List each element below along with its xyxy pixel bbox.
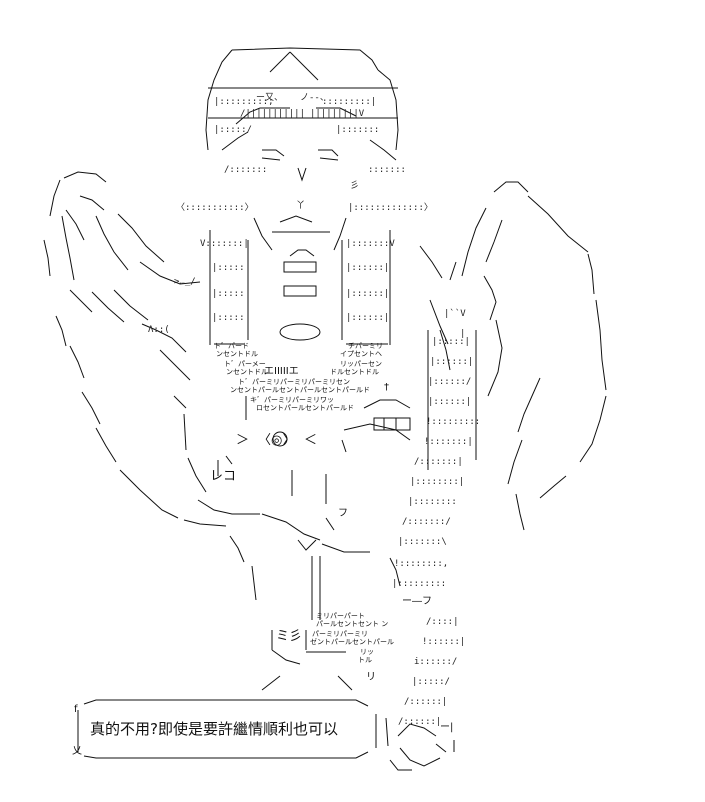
svg-text:!::::::::,: !::::::::, xyxy=(394,559,448,569)
svg-text:|:::::::\: |:::::::\ xyxy=(398,537,447,547)
label-2a: ト゛パーメー xyxy=(224,360,266,368)
svg-text:|:::::: |::::: xyxy=(212,289,245,299)
svg-text:|:::::: |::::: xyxy=(212,263,245,273)
body-column: V:::::::| |:::::::V |::::: |::::::| |:::… xyxy=(200,230,395,345)
label-1a: ト゛パード xyxy=(214,342,249,350)
svg-text:|::::::|: |::::::| xyxy=(428,397,471,407)
right-pillar: |:::::| |::::::| |::::::/ |::::::| !::::… xyxy=(389,299,480,771)
glyph-fu: フ xyxy=(338,508,348,519)
label-4b: イプセントヘ xyxy=(340,350,382,358)
svg-text:!:::::::|: !:::::::| xyxy=(424,437,473,447)
kanji-mark-2: 丫 xyxy=(296,200,305,211)
svg-text:!:::::::::: !::::::::: xyxy=(426,417,480,427)
svg-text:|:::::::::::::〉: |:::::::::::::〉 xyxy=(348,202,433,213)
svg-text:|:::::/: |:::::/ xyxy=(412,677,450,687)
svg-text:V:::::::|: V:::::::| xyxy=(200,239,249,249)
svg-text:|``V: |``V xyxy=(444,308,466,319)
label-10a: リッ xyxy=(360,648,374,656)
svg-text:/:::::::/: /:::::::/ xyxy=(402,517,451,527)
svg-text:/::::::|: /::::::| xyxy=(398,717,441,727)
label-1b: ンセントドル xyxy=(216,350,258,358)
svg-text:!::::::|: !::::::| xyxy=(422,637,465,647)
label-3: エIIIIIエ xyxy=(264,366,299,377)
svg-text:/::::|: /::::| xyxy=(426,617,459,627)
lower-body: レコ フ ー―フ ミリパーパート パールセントセント ン ミ彡 パーミリパーミリ… xyxy=(183,455,432,691)
label-7a: キ゛パーミリパーミリワッ xyxy=(250,396,334,404)
label-8a: ミリパーパート xyxy=(316,612,365,620)
label-6b: ンセントパールセントパールセントパールド xyxy=(230,386,370,394)
svg-text:|::::::::|: |::::::::| xyxy=(410,477,464,487)
svg-text:乂: 乂 xyxy=(72,746,82,757)
face: /::::::: ::::::: 彡 〈:::::::::::〉 |::::::… xyxy=(176,131,433,251)
svg-text:＞: ＞ xyxy=(236,433,249,448)
svg-text:/:::::::: /::::::: xyxy=(224,165,267,175)
svg-text:|::::::::: |:::::::: xyxy=(408,497,457,507)
chest-labels: ト゛パード ンセントドル チパーミリ イプセントヘ ト゛パーメー ンセントドル … xyxy=(214,342,411,441)
kanji-mark-1: ー又、 xyxy=(256,92,283,103)
svg-text:/:::::::|: /:::::::| xyxy=(414,457,463,467)
label-10b: トル xyxy=(358,656,372,664)
svg-text:Λ::(: Λ::( xyxy=(148,325,170,335)
svg-text:|::::::|: |::::::| xyxy=(346,313,389,323)
dagger-mark: † xyxy=(384,382,389,393)
kanji-mark-4: ミ彡 xyxy=(276,629,302,644)
svg-text:|:::::: |::::: xyxy=(212,313,245,323)
glyph-kaku: ー―フ xyxy=(402,596,432,607)
svg-text:＜: ＜ xyxy=(304,433,317,448)
svg-text:|::::::/: |::::::/ xyxy=(428,377,471,387)
label-4a: チパーミリ xyxy=(348,342,383,350)
right-wing: | |``V xyxy=(419,181,607,531)
svg-text:/|||||||||||: /||||||||||| xyxy=(240,109,305,119)
svg-text:|:::::::::: |::::::::: xyxy=(392,579,446,589)
svg-text:|||||||||V: |||||||||V xyxy=(310,109,365,119)
kanji-mark-3: 彡 xyxy=(350,180,359,191)
svg-text:|:::::/: |:::::/ xyxy=(214,125,252,135)
glyph-ri: リ xyxy=(366,672,376,683)
svg-text:|::::::|: |::::::| xyxy=(430,357,473,367)
label-6a: ト゛パーミリパーミリパーミリセン xyxy=(238,378,350,386)
label-7b: ロセントパールセントパールド xyxy=(256,404,354,412)
svg-text:ー|: ー| xyxy=(440,722,453,733)
label-2b: ンセントドル xyxy=(226,368,268,376)
medallion: 〈◎〉 ＞ ＜ xyxy=(236,431,347,453)
label-9b: ゼントパールセントパール xyxy=(310,637,394,646)
label-5b: ドルセントドル xyxy=(330,368,379,376)
svg-text:ノ--、: ノ--、 xyxy=(300,93,329,103)
label-8b: パールセントセント ン xyxy=(316,620,388,628)
svg-text::::::::: ::::::: xyxy=(368,165,406,175)
svg-text:>…_/: >…_/ xyxy=(174,277,196,287)
left-wing: >…_/ Λ::( xyxy=(43,171,201,519)
headdress: |:::::::::; :::::::::| |:::::/ |::::::: … xyxy=(205,47,399,151)
glyph-lege: レコ xyxy=(210,469,236,484)
label-9a: パーミリパーミリ xyxy=(312,630,368,638)
svg-text:|::::::|: |::::::| xyxy=(346,263,389,273)
svg-text:i::::::/: i::::::/ xyxy=(414,657,457,667)
svg-text:f: f xyxy=(74,704,78,715)
svg-text:〈:::::::::::〉: 〈:::::::::::〉 xyxy=(176,202,254,213)
svg-text:|:::::|: |:::::| xyxy=(432,337,470,347)
eye-medallion: 〈◎〉 xyxy=(258,433,295,448)
svg-text:|: | xyxy=(460,329,465,339)
svg-text:|:::::::V: |:::::::V xyxy=(346,239,395,249)
caption-text: 真的不用?即使是要許繼情順利也可以 xyxy=(90,720,338,738)
speech-bubble: f 乂 xyxy=(72,699,389,759)
svg-text:/::::::|: /::::::| xyxy=(404,697,447,707)
label-5a: リッパーセン xyxy=(340,360,382,368)
svg-text:|:::::::::;: |:::::::::; xyxy=(214,97,274,107)
svg-text::::::::::|: :::::::::| xyxy=(322,97,376,107)
svg-text:|:::::::: |::::::: xyxy=(336,125,379,135)
svg-text:|::::::|: |::::::| xyxy=(346,289,389,299)
